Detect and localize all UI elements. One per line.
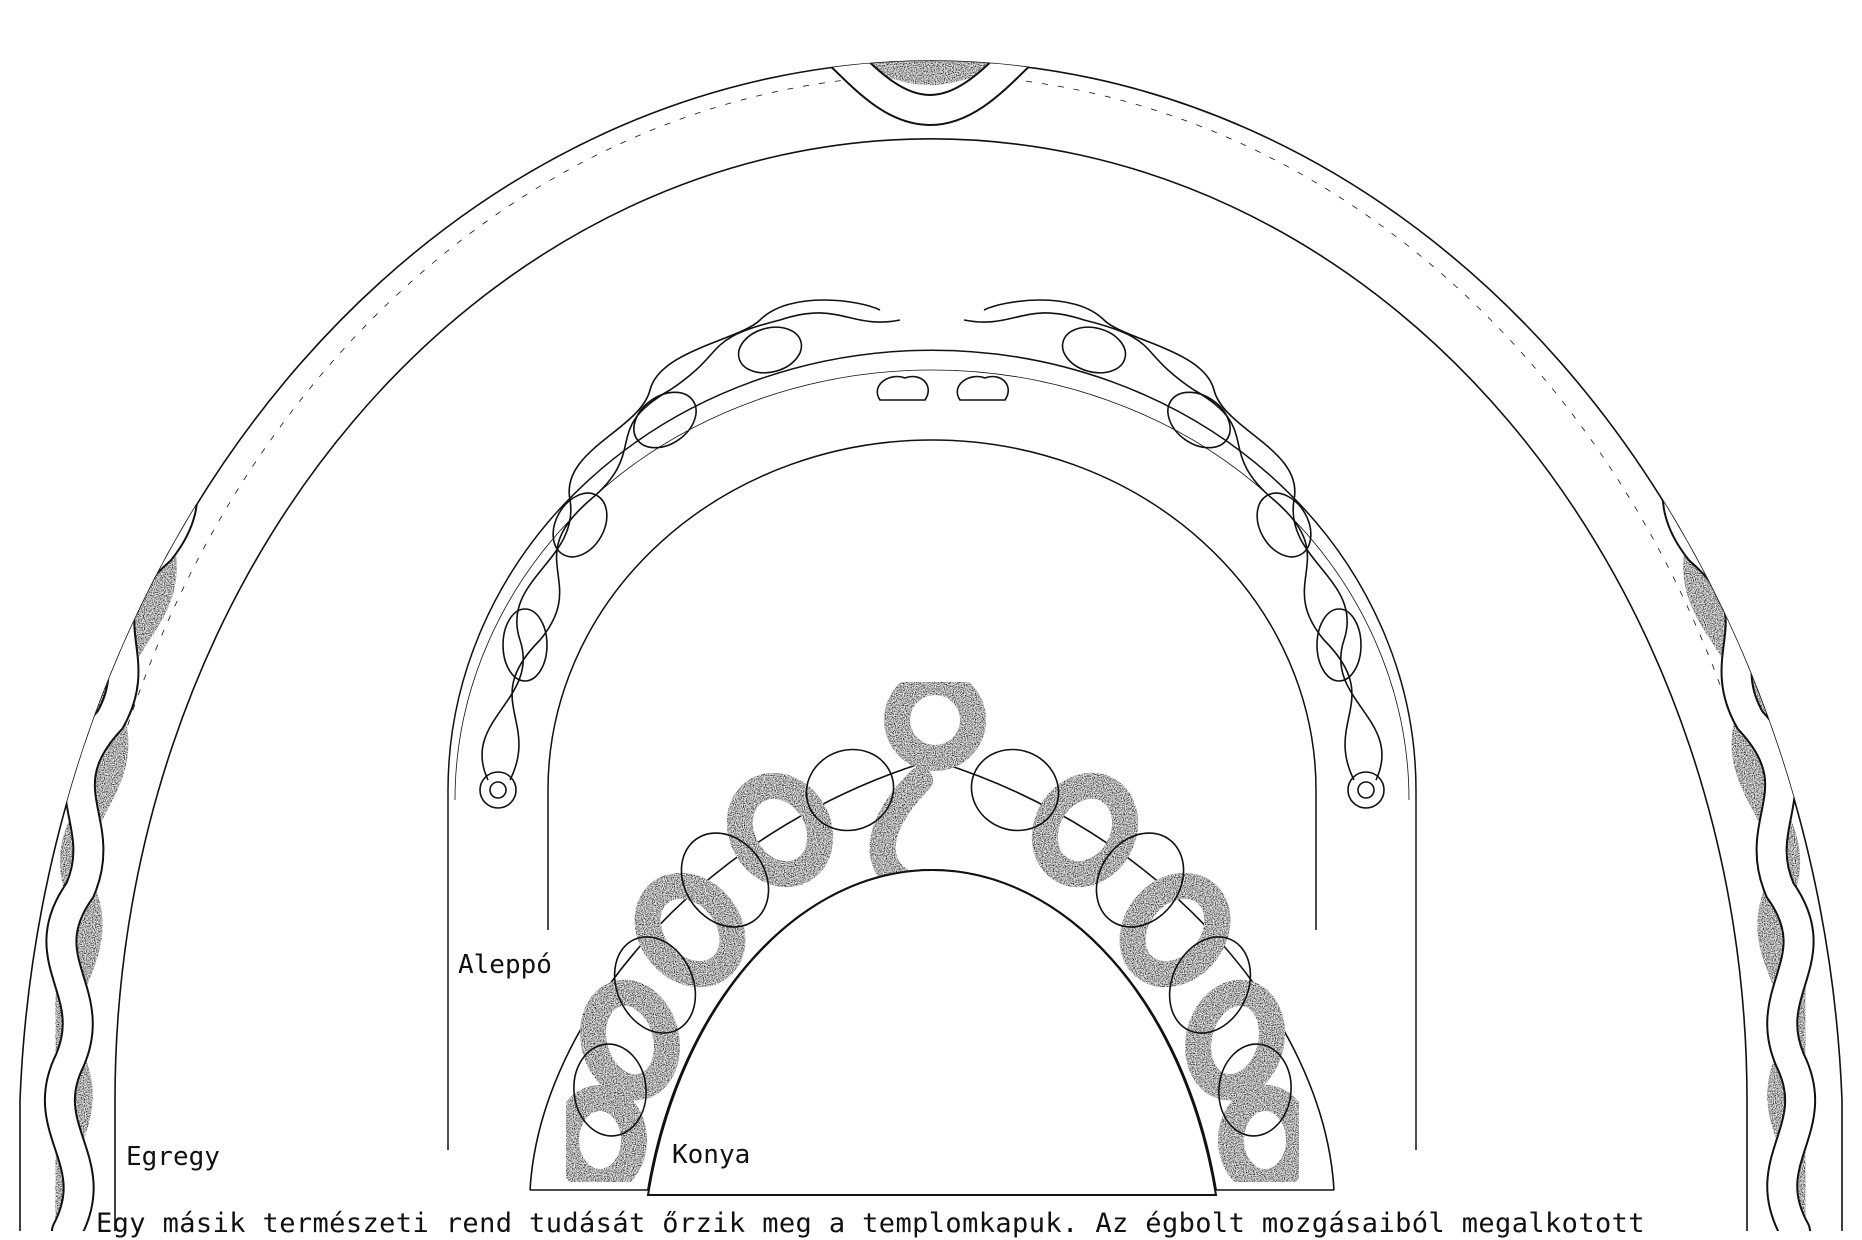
konya-dark-ring	[1231, 1098, 1299, 1182]
konya-dark-ring	[1029, 771, 1141, 889]
aleppo-serpent-left-strand-b	[510, 313, 900, 780]
aleppo-arch-band-inner	[455, 370, 1409, 800]
label-egregy: Egregy	[126, 1142, 220, 1172]
konya-dark-ring	[897, 682, 973, 758]
aleppo-knot-loop	[1317, 609, 1361, 681]
label-aleppo: Aleppó	[458, 950, 552, 980]
konya-dark-ring	[1188, 984, 1282, 1095]
konya-rings	[566, 682, 1299, 1195]
aleppo-serpent-left-strand	[482, 300, 880, 780]
aleppo-knot-loop	[503, 609, 547, 681]
aleppo-serpent-right-strand-b	[964, 313, 1354, 780]
konya-dark-ring	[724, 771, 836, 889]
aleppo-serpent-tail-loop	[1358, 782, 1374, 798]
aleppo-serpent-tail-loop	[490, 782, 506, 798]
aleppo-serpent-right-strand	[984, 300, 1382, 780]
aleppo-serpents	[480, 300, 1384, 808]
aleppo-serpent-tail-loop	[480, 772, 516, 808]
aleppo-serpent-tail-loop	[1348, 772, 1384, 808]
konya-dark-ring	[566, 1098, 634, 1182]
label-konya: Konya	[672, 1140, 750, 1170]
caption-text: Egy másik természeti rend tudását őrzik …	[96, 1208, 1645, 1240]
aleppo-serpent-head	[877, 377, 928, 400]
aleppo-serpent-head	[957, 377, 1008, 400]
konya-dark-ring	[630, 869, 750, 991]
konya-center-twist	[883, 780, 920, 880]
konya-dark-ring	[1115, 869, 1235, 991]
konya-dark-ring	[583, 984, 677, 1095]
